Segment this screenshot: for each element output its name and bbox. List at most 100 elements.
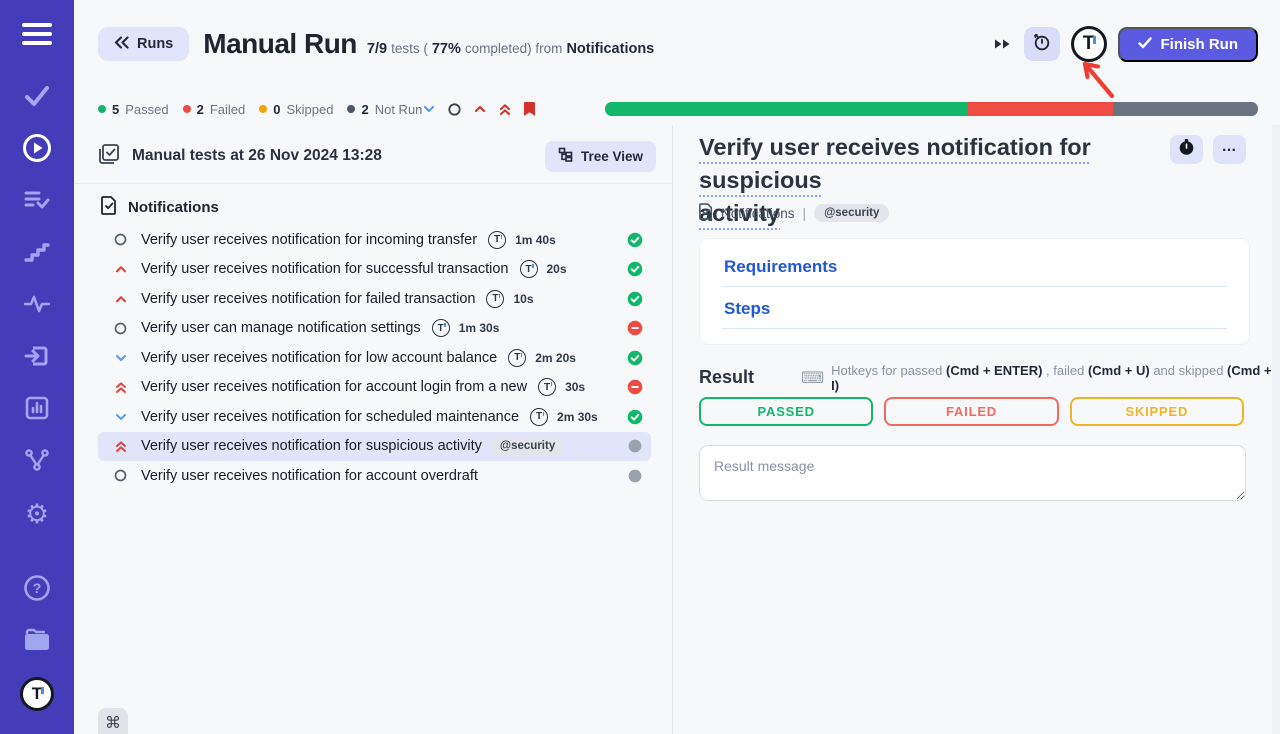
status-counts: 5Passed 2Failed 0Skipped 2Not Run	[98, 102, 422, 117]
nav-item-analytics[interactable]	[0, 384, 74, 436]
test-row[interactable]: Verify user receives notification for su…	[98, 255, 651, 285]
stairs-icon	[24, 241, 50, 268]
nav-item-steps[interactable]	[0, 228, 74, 280]
page-title: Manual Run	[203, 28, 357, 60]
ellipsis-icon: …	[1222, 138, 1238, 155]
nav-item-pulse[interactable]	[0, 280, 74, 332]
status-passed-icon	[627, 261, 643, 277]
document-check-icon	[699, 203, 713, 223]
back-button-label: Runs	[137, 36, 173, 52]
more-options-button[interactable]: …	[1213, 135, 1246, 164]
brand-logo: T	[0, 668, 74, 720]
check-icon	[1138, 36, 1152, 53]
stopwatch-filled-icon	[1178, 138, 1195, 161]
status-count-not-run[interactable]: 2Not Run	[347, 102, 422, 117]
test-row[interactable]: Verify user receives notification for ac…	[98, 373, 651, 403]
priority-normal-filter-icon[interactable]	[447, 102, 462, 117]
nav-item-tests[interactable]	[0, 72, 74, 124]
testomat-logo-icon: T	[20, 677, 54, 711]
test-logo-icon: T	[530, 408, 548, 426]
test-duration: 10s	[513, 292, 533, 306]
test-detail-panel: Verify user receives notification for su…	[673, 125, 1280, 734]
test-row[interactable]: Verify user receives notification for lo…	[98, 343, 651, 373]
breadcrumb-suite[interactable]: Notifications	[721, 206, 795, 221]
test-row[interactable]: Verify user can manage notification sett…	[98, 314, 651, 344]
test-title: Verify user receives notification for sc…	[141, 409, 519, 425]
failed-button[interactable]: FAILED	[884, 397, 1058, 426]
finish-run-button[interactable]: Finish Run	[1118, 27, 1259, 62]
chevrons-left-icon	[114, 36, 129, 53]
priority-normal-icon	[113, 232, 128, 247]
test-row[interactable]: Verify user receives notification for fa…	[98, 284, 651, 314]
test-title: Verify user receives notification for in…	[141, 232, 477, 248]
test-sections-card: Requirements Steps	[699, 238, 1250, 345]
test-logo-icon: T	[488, 231, 506, 249]
branch-icon	[24, 448, 50, 477]
result-message-input[interactable]	[699, 445, 1246, 501]
test-row[interactable]: Verify user receives notification for in…	[98, 225, 651, 255]
test-duration: 30s	[565, 380, 585, 394]
section-requirements[interactable]: Requirements	[724, 257, 1225, 277]
test-rows: Verify user receives notification for in…	[98, 225, 651, 491]
command-icon: ⌘	[105, 713, 121, 733]
test-title: Verify user receives notification for lo…	[141, 350, 497, 366]
status-count-failed[interactable]: 2Failed	[183, 102, 246, 117]
status-dot	[183, 105, 191, 113]
test-list-panel: Manual tests at 26 Nov 2024 13:28 Tree V…	[74, 125, 672, 734]
menu-button[interactable]	[0, 0, 74, 72]
section-steps[interactable]: Steps	[724, 299, 1225, 319]
result-header: Result ⌨Hotkeys for passed (Cmd + ENTER)…	[699, 363, 1280, 393]
nav-item-documents[interactable]	[0, 616, 74, 668]
test-row[interactable]: Verify user receives notification for ac…	[98, 461, 651, 491]
test-row[interactable]: Verify user receives notification for su…	[98, 432, 651, 462]
fast-forward-icon[interactable]	[994, 37, 1011, 51]
suite-name: Notifications	[128, 199, 219, 216]
percent-completed: 77%	[432, 41, 461, 57]
bookmark-filter-icon[interactable]	[523, 101, 536, 117]
nav-item-test-plans[interactable]	[0, 176, 74, 228]
run-title: Manual tests at 26 Nov 2024 13:28	[132, 147, 382, 165]
priority-low-filter-icon[interactable]	[422, 102, 436, 116]
scrollbar-track[interactable]	[1272, 125, 1280, 734]
test-row[interactable]: Verify user receives notification for sc…	[98, 402, 651, 432]
nav-item-import[interactable]	[0, 332, 74, 384]
pulse-icon	[24, 294, 50, 319]
nav-item-runs[interactable]	[0, 124, 74, 176]
back-to-runs-button[interactable]: Runs	[98, 27, 189, 61]
test-duration: 1m 30s	[459, 321, 500, 335]
nav-item-branches[interactable]	[0, 436, 74, 488]
security-tag-badge[interactable]: @security	[814, 204, 889, 222]
suite-header[interactable]: Notifications	[101, 196, 219, 219]
tree-view-icon	[558, 147, 573, 165]
source-suite: Notifications	[566, 41, 654, 57]
priority-normal-icon	[113, 321, 128, 336]
status-failed-icon	[627, 379, 643, 395]
priority-high-icon	[113, 292, 128, 306]
progress-segment-failed	[968, 102, 1113, 116]
test-timer-button[interactable]	[1170, 135, 1203, 164]
status-count-skipped[interactable]: 0Skipped	[259, 102, 333, 117]
status-bar: 5Passed 2Failed 0Skipped 2Not Run	[74, 94, 1280, 124]
bar-chart-icon	[25, 396, 49, 425]
checklist-icon	[98, 143, 120, 170]
help-icon: ?	[23, 574, 51, 607]
nav-item-help[interactable]: ?	[0, 564, 74, 616]
priority-low-icon	[113, 410, 128, 424]
run-header: Manual tests at 26 Nov 2024 13:28 Tree V…	[98, 139, 656, 173]
test-duration: 1m 40s	[515, 233, 556, 247]
test-logo-icon: T	[520, 260, 538, 278]
priority-highest-filter-icon[interactable]	[498, 102, 512, 117]
nav-item-settings[interactable]: ⚙	[0, 488, 74, 540]
passed-button[interactable]: PASSED	[699, 397, 873, 426]
test-title: Verify user receives notification for su…	[141, 261, 509, 277]
command-hotkey-button[interactable]: ⌘	[98, 708, 128, 734]
progress-segment-passed	[605, 102, 968, 116]
priority-high-filter-icon[interactable]	[473, 102, 487, 116]
play-circle-icon	[22, 133, 52, 168]
run-timer-button[interactable]	[1024, 27, 1060, 61]
test-logo-icon: T	[486, 290, 504, 308]
tree-view-button[interactable]: Tree View	[545, 141, 656, 172]
skipped-button[interactable]: SKIPPED	[1070, 397, 1244, 426]
status-count-passed[interactable]: 5Passed	[98, 102, 169, 117]
